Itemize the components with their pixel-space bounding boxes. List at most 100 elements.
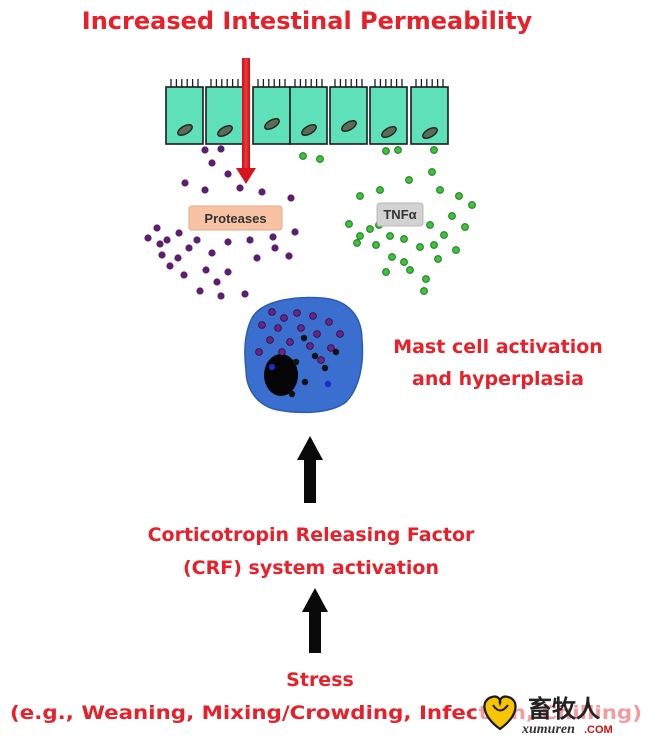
protease-granule xyxy=(236,184,244,192)
tnf-granule xyxy=(299,152,307,160)
mast-granule xyxy=(266,336,274,344)
tnf-granule xyxy=(382,268,390,276)
mast-granule xyxy=(301,378,309,386)
mast-granule xyxy=(317,356,325,364)
mast-cell-granules xyxy=(255,308,344,398)
epithelial-cell-layer xyxy=(165,79,449,145)
protease-granule xyxy=(201,186,209,194)
tnf-granule xyxy=(372,241,380,249)
tnf-granule xyxy=(388,253,396,261)
mast-granule xyxy=(332,348,340,356)
mast-granule xyxy=(306,342,314,350)
protease-granule xyxy=(271,244,279,252)
protease-granule xyxy=(241,290,249,298)
tnf-granule xyxy=(376,186,384,194)
mast-granule xyxy=(274,324,282,332)
mast-granule xyxy=(278,348,286,356)
watermark-chinese: 畜牧人 xyxy=(528,695,600,723)
tnf-granule xyxy=(382,147,390,155)
mast-granule xyxy=(268,363,276,371)
tnf-granule xyxy=(430,241,438,249)
proteases-label: Proteases xyxy=(204,211,266,226)
tnf-granule xyxy=(386,232,394,240)
protease-granule xyxy=(208,159,216,167)
crf-label-line1: Corticotropin Releasing Factor xyxy=(148,524,475,546)
epithelial-cell xyxy=(205,79,244,145)
tnf-granule xyxy=(405,176,413,184)
mast-granule xyxy=(336,330,344,338)
mast-granule xyxy=(297,324,305,332)
tnf-granule xyxy=(353,239,361,247)
protease-granule xyxy=(291,228,299,236)
tnf-granule xyxy=(356,192,364,200)
protease-granule xyxy=(287,194,295,202)
tnf-granule xyxy=(430,146,438,154)
protease-granule xyxy=(208,249,216,257)
tnf-granule xyxy=(400,258,408,266)
mast-cell-nucleus xyxy=(264,354,298,396)
protease-granule xyxy=(269,233,277,241)
proteases-box: Proteases xyxy=(188,205,283,231)
up-arrow-stress-to-crf xyxy=(302,588,328,653)
protease-granule xyxy=(202,266,210,274)
tnf-granule xyxy=(400,235,408,243)
mast-granule xyxy=(313,330,321,338)
protease-granule xyxy=(166,262,174,270)
cell-nucleus xyxy=(177,124,193,136)
watermark-logo: 畜牧人 xumuren .COM xyxy=(476,690,654,737)
mast-granule xyxy=(325,318,333,326)
protease-granule xyxy=(224,170,232,178)
watermark-suffix: .COM xyxy=(584,724,613,736)
tnf-granules xyxy=(299,146,476,295)
tnf-granule xyxy=(356,232,364,240)
epithelial-cell xyxy=(165,79,204,145)
mast-granule xyxy=(293,309,301,317)
protease-granule xyxy=(180,271,188,279)
tnf-box: TNFα xyxy=(376,202,424,227)
mast-granule xyxy=(311,352,319,360)
stress-label-line1: Stress xyxy=(286,669,354,691)
protease-granule xyxy=(246,236,254,244)
mast-cell-label-line1: Mast cell activation xyxy=(393,336,603,358)
heart-logo-icon xyxy=(483,695,517,731)
protease-granule xyxy=(193,236,201,244)
epithelial-cell xyxy=(252,79,291,145)
protease-granule xyxy=(217,292,225,300)
cell-nucleus xyxy=(381,126,397,138)
protease-granule xyxy=(258,188,266,196)
mast-granule xyxy=(292,358,300,366)
mast-cell-label-line2: and hyperplasia xyxy=(412,368,584,390)
mast-granule xyxy=(321,364,329,372)
epithelial-cell xyxy=(410,79,449,145)
mast-granule xyxy=(258,321,266,329)
tnf-granule xyxy=(345,220,353,228)
protease-granule xyxy=(253,254,261,262)
tnf-granule xyxy=(422,275,430,283)
tnf-granule xyxy=(416,243,424,251)
tnf-label: TNFα xyxy=(383,207,416,222)
protease-granule xyxy=(153,224,161,232)
tnf-granule xyxy=(440,231,448,239)
cell-nucleus xyxy=(264,118,280,130)
protease-granule xyxy=(156,240,164,248)
cell-nucleus xyxy=(301,124,317,136)
mast-granule xyxy=(288,390,296,398)
tnf-granule xyxy=(406,266,414,274)
crf-label-line2: (CRF) system activation xyxy=(183,557,439,579)
mast-granule xyxy=(255,348,263,356)
mast-granule xyxy=(324,380,332,388)
tnf-granule xyxy=(461,223,469,231)
mast-granule xyxy=(286,338,294,346)
tnf-granule xyxy=(468,201,476,209)
mast-granule xyxy=(300,334,308,342)
tnf-granule xyxy=(420,287,428,295)
tnf-granule xyxy=(366,225,374,233)
cell-nucleus xyxy=(341,120,357,132)
protease-granule xyxy=(196,287,204,295)
epithelial-cell xyxy=(289,79,328,145)
mast-granule xyxy=(309,312,317,320)
cell-nucleus xyxy=(422,127,438,139)
tnf-granule xyxy=(428,168,436,176)
tnf-granule xyxy=(434,255,442,263)
